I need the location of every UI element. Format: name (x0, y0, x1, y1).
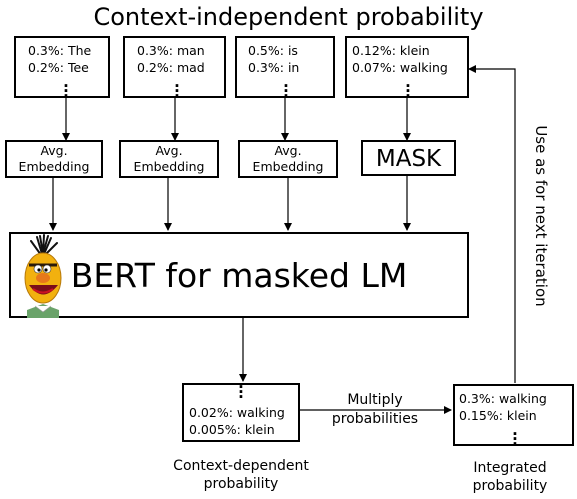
word-box-3: 0.5%: is 0.3%: in ... (235, 36, 335, 101)
avg-embedding-1-line1: Avg. (40, 143, 68, 158)
word-box-1-line1: 0.3%: The (28, 43, 92, 58)
context-dependent-box: ... 0.02%: walking 0.005%: klein (182, 374, 300, 442)
integrated-caption-line2: probability (472, 478, 548, 494)
avg-embedding-box-1: Avg. Embedding (5, 140, 103, 178)
avg-embedding-2-line1: Avg. (155, 143, 183, 158)
context-line2: 0.005%: klein (189, 422, 275, 437)
context-caption-line2: probability (203, 476, 279, 492)
integrated-box: 0.3%: walking 0.15%: klein ... (453, 384, 574, 449)
integrated-caption: Integrated probability (445, 459, 575, 495)
ellipsis-icon: ... (512, 421, 518, 449)
word-box-3-line1: 0.5%: is (248, 43, 298, 58)
ellipsis-icon: ... (174, 73, 180, 101)
word-box-2-line1: 0.3%: man (137, 43, 205, 58)
ellipsis-icon: ... (238, 374, 244, 402)
word-box-2: 0.3%: man 0.2%: mad ... (123, 36, 226, 101)
avg-embedding-3-line1: Avg. (274, 143, 302, 158)
ellipsis-icon: ... (283, 73, 289, 101)
avg-embedding-2-line2: Embedding (133, 159, 205, 174)
avg-embedding-box-2: Avg. Embedding (119, 140, 219, 178)
arrow-feedback-loop (468, 65, 516, 383)
bert-box: BERT for masked LM (9, 232, 469, 318)
word-box-3-line2: 0.3%: in (248, 60, 300, 75)
mask-box: MASK (361, 140, 456, 176)
avg-embedding-box-3: Avg. Embedding (238, 140, 338, 178)
word-box-2-line2: 0.2%: mad (137, 60, 205, 75)
avg-embedding-3-line2: Embedding (252, 159, 324, 174)
word-box-4-line1: 0.12%: klein (352, 43, 430, 58)
multiply-line2: probabilities (331, 411, 419, 427)
context-caption-line1: Context-dependent (173, 458, 309, 474)
ellipsis-icon: ... (63, 73, 69, 101)
word-box-4-line2: 0.07%: walking (352, 60, 448, 75)
integrated-line1: 0.3%: walking (459, 391, 547, 406)
avg-embedding-1-line2: Embedding (18, 159, 90, 174)
feedback-label: Use as for next iteration (532, 125, 550, 307)
context-line1: 0.02%: walking (189, 405, 285, 420)
word-box-1: 0.3%: The 0.2%: Tee ... (14, 36, 110, 101)
ellipsis-icon: ... (405, 73, 411, 101)
integrated-caption-line1: Integrated (473, 460, 547, 476)
multiply-line1: Multiply (347, 392, 403, 408)
mask-label: MASK (375, 146, 442, 172)
bert-muppet-icon (24, 234, 62, 318)
bert-label: BERT for masked LM (70, 256, 408, 295)
diagram-title: Context-independent probability (93, 3, 484, 31)
word-box-4: 0.12%: klein 0.07%: walking ... (345, 36, 469, 101)
multiply-label: Multiply probabilities (310, 391, 440, 429)
context-dependent-caption: Context-dependent probability (146, 457, 336, 493)
word-box-1-line2: 0.2%: Tee (28, 60, 89, 75)
integrated-line2: 0.15%: klein (459, 408, 537, 423)
